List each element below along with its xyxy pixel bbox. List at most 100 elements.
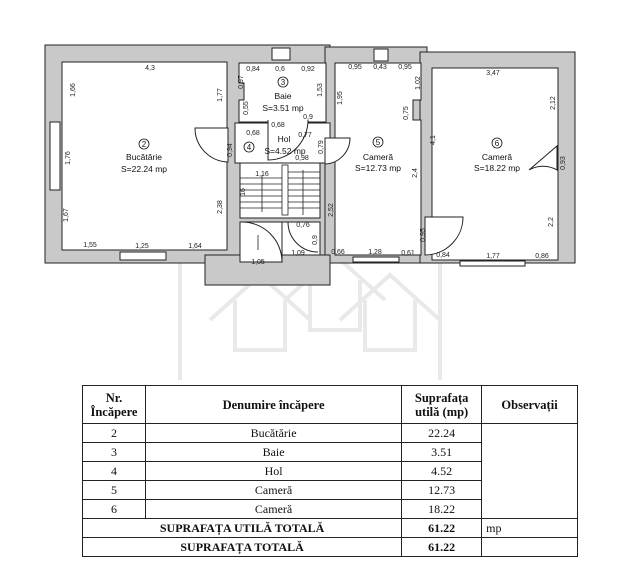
dimension-label: 1,55 [83,242,97,249]
cell-area: 4.52 [401,461,483,481]
floor-plan: 2 Bucătărie S=22.24 mp 3 Baie S=3.51 mp … [44,44,576,380]
cell-nr: 2 [82,423,146,443]
total-useful-label: SUPRAFAȚA UTILĂ TOTALĂ [81,518,403,538]
cell-nr: 4 [82,461,146,481]
dimension-label: 2,4 [412,168,419,178]
dimension-label: 0,9 [303,114,313,121]
dimension-label: 0,68 [271,122,285,129]
room-area: S=22.24 mp [121,164,167,174]
dimension-label: 1,64 [188,243,202,250]
room-number: 2 [142,140,147,149]
dimension-label: 0,43 [373,64,387,71]
total-empty [481,537,578,557]
room-name: Cameră [363,152,394,162]
dimension-label: 1,25 [135,243,149,250]
windows [49,47,526,267]
room-number: 6 [495,139,500,148]
room-2 [61,61,228,251]
dimension-label: 4,1 [430,135,437,145]
dimension-label: 0,84 [436,252,450,259]
room-name: Bucătărie [126,152,162,162]
header-name: Denumire încăpere [144,385,403,424]
cell-nr: 6 [82,499,146,519]
vestibule [239,221,283,263]
dimension-label: 1,09 [291,250,305,257]
dimension-label: 0,6 [275,66,285,73]
cell-name: Baie [144,442,403,462]
dimension-label: 0,75 [403,106,410,120]
room-3 [238,62,327,123]
dimension-label: 1,76 [65,151,72,165]
room-number-circle [491,137,503,149]
cell-area: 18.22 [401,499,483,519]
room-5 [334,62,422,256]
stairs-area [239,162,321,219]
dimension-label: 0,97 [238,75,245,89]
room-area: S=18.22 mp [474,163,520,173]
dimension-label: 2,38 [217,200,224,214]
room-number-circle [138,138,150,150]
dimension-label: 0,68 [246,130,260,137]
cell-name: Hol [144,461,403,481]
room-number-circle [277,76,289,88]
room-area: S=12.73 mp [355,163,401,173]
room-name: Hol [278,134,291,144]
stairs [240,164,320,250]
dimension-label: 4,3 [145,65,155,72]
room-area: S=3.51 mp [262,103,304,113]
room-labels: 2 Bucătărie S=22.24 mp 3 Baie S=3.51 mp … [121,76,520,174]
dimension-label: 1,77 [217,88,224,102]
dimension-label: 0,95 [348,64,362,71]
cell-name: Bucătărie [144,423,403,443]
header-observations: Observații [481,385,578,424]
cell-name: Cameră [144,499,403,519]
dimension-label: 0,55 [243,101,250,115]
cell-observations [481,423,578,519]
cell-area: 22.24 [401,423,483,443]
dimension-label: 0,9 [312,235,319,245]
dimension-label: 1,53 [317,83,324,97]
dimension-label: 0,95 [398,64,412,71]
dimension-label: 0,86 [535,253,549,260]
room-name: Cameră [482,152,513,162]
dimension-labels: 4,3 1,66 1,76 1,67 1,55 1,25 1,64 1,77 2,38 0,84 0… [63,64,567,266]
dimension-label: 0,95 [420,228,427,242]
dimension-label: 0,66 [331,249,345,256]
cell-name: Cameră [144,480,403,500]
total-useful-unit: mp [481,518,578,538]
dimension-label: 1,16 [255,171,269,178]
dimension-label: 2,12 [550,96,557,110]
dimension-label: 1,95 [337,91,344,105]
dimension-label: 1,77 [486,253,500,260]
dimension-label: 0,93 [560,156,567,170]
rooms [61,61,559,263]
dimension-label: 1,05 [251,259,265,266]
dimension-label: 3,47 [486,70,500,77]
dimension-label: 0,76 [296,222,310,229]
room-number: 5 [376,138,381,147]
dimension-label: 1,28 [368,249,382,256]
cell-nr: 3 [82,442,146,462]
room-number: 4 [247,143,252,152]
dimension-label: 2,52 [328,203,335,217]
dimension-label: 0,94 [227,143,234,157]
room-name: Baie [274,91,291,101]
total-value: 61.22 [401,537,483,557]
room-number-circle [372,136,384,148]
total-useful-value: 61.22 [401,518,483,538]
dimension-label: 0,61 [401,250,415,257]
dimension-label: 2,2 [548,217,555,227]
dimension-label: 0,77 [298,132,312,139]
header-nr: Nr.Încăpere [82,385,146,424]
dimension-label: 1,67 [63,208,70,222]
total-label: SUPRAFAȚA TOTALĂ [81,537,403,557]
dimension-label: 1,66 [70,83,77,97]
cell-area: 3.51 [401,442,483,462]
table-row: 5 Cameră 12.73 [82,480,578,500]
room-area: S=4.52 mp [264,146,306,156]
dimension-label: 0,98 [295,155,309,162]
dimension-label: 16 [240,188,247,196]
